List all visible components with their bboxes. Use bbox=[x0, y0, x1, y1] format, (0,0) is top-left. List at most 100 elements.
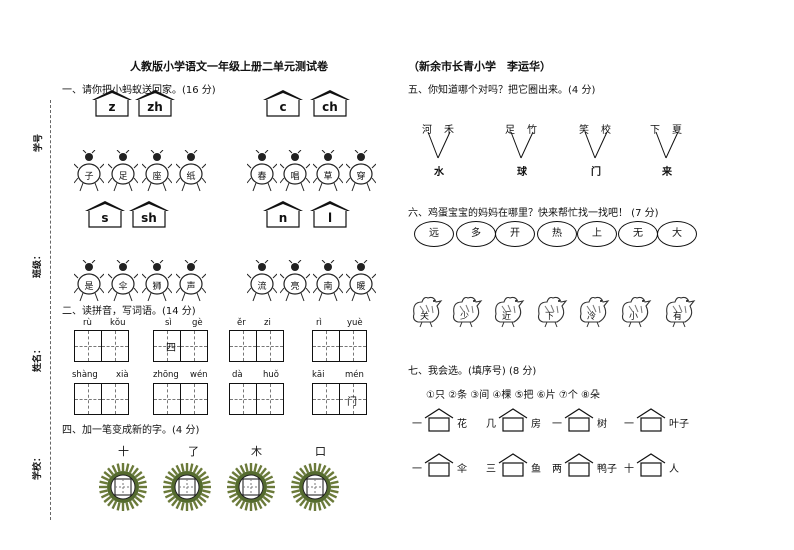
q5-group-3-bottom[interactable]: 来 bbox=[662, 167, 672, 178]
q6-egg-1[interactable]: 多 bbox=[456, 221, 496, 247]
q7-row2-pre-2: 两 bbox=[552, 464, 562, 475]
q2-row1-box-2-cell[interactable] bbox=[257, 331, 283, 361]
q6-egg-4[interactable]: 上 bbox=[577, 221, 617, 247]
q2-row2-box-1-cell[interactable] bbox=[181, 384, 207, 414]
q5-group-0-bottom[interactable]: 水 bbox=[434, 167, 444, 178]
ant-ants_row2_left-0[interactable]: 是 bbox=[73, 259, 105, 302]
q7-row1-pre-2: 一 bbox=[552, 419, 562, 430]
q6-egg-0[interactable]: 远 bbox=[414, 221, 454, 247]
grid-dash-v bbox=[243, 384, 244, 414]
q2-row1-box-1-cell[interactable] bbox=[181, 331, 207, 361]
q2-row2-box-0-cell[interactable] bbox=[75, 384, 102, 414]
ant-ants_row1_right-3[interactable]: 穿 bbox=[345, 149, 377, 192]
q7-row1-post-3: 叶子 bbox=[669, 419, 689, 430]
q7-row2-blank-3[interactable] bbox=[636, 453, 666, 480]
grid-dash-v bbox=[115, 384, 116, 414]
ant-char: 南 bbox=[323, 282, 333, 292]
q5-group-2-bottom[interactable]: 门 bbox=[591, 167, 601, 178]
q2-row1-box-0-cell[interactable] bbox=[75, 331, 102, 361]
q2-row1-pinyin-7: yuè bbox=[347, 318, 363, 328]
q2-row2-box-0[interactable] bbox=[74, 383, 129, 415]
grid-dash-v bbox=[243, 331, 244, 361]
ant-ants_row1_right-0[interactable]: 春 bbox=[246, 149, 278, 192]
ant-ants_row2_right-2[interactable]: 南 bbox=[312, 259, 344, 302]
q2-row1-box-3-cell[interactable] bbox=[340, 331, 366, 361]
q5-group-2-left: 笑 bbox=[579, 125, 589, 136]
ant-ants_row2_left-3[interactable]: 声 bbox=[175, 259, 207, 302]
q2-row1-pinyin-4: ěr bbox=[237, 318, 246, 328]
q7-row1-blank-2[interactable] bbox=[564, 408, 594, 435]
q7-row1-blank-0[interactable] bbox=[424, 408, 454, 435]
ant-ants_row2_left-2[interactable]: 狮 bbox=[141, 259, 173, 302]
q2-row2-box-1-cell[interactable] bbox=[154, 384, 181, 414]
q4-sun-box-1[interactable] bbox=[162, 462, 212, 512]
ant-ants_row2_right-0[interactable]: 流 bbox=[246, 259, 278, 302]
q6-hen-6[interactable]: 有 bbox=[661, 292, 697, 328]
house-bottom-1-label: sh bbox=[141, 211, 157, 225]
ant-char: 暖 bbox=[356, 282, 366, 292]
q2-row1-box-1[interactable] bbox=[153, 330, 208, 362]
q5-group-1-bottom[interactable]: 球 bbox=[517, 167, 527, 178]
q6-egg-2[interactable]: 开 bbox=[495, 221, 535, 247]
q2-row2-box-2[interactable] bbox=[229, 383, 284, 415]
q7-row2-blank-1[interactable] bbox=[498, 453, 528, 480]
q6-hen-2[interactable]: 近 bbox=[490, 292, 526, 328]
q6-hen-3[interactable]: 下 bbox=[533, 292, 569, 328]
ant-ants_row1_right-2[interactable]: 草 bbox=[312, 149, 344, 192]
q2-row1-pinyin-3: gè bbox=[192, 318, 203, 328]
q1-title: 一、请你把小蚂蚁送回家。(16 分) bbox=[62, 85, 216, 96]
q6-hen-5[interactable]: 小 bbox=[617, 292, 653, 328]
q2-row2-box-3-cell[interactable] bbox=[313, 384, 340, 414]
q6-egg-5[interactable]: 无 bbox=[618, 221, 658, 247]
ant-char: 是 bbox=[84, 282, 94, 292]
q4-sun-box-3[interactable] bbox=[290, 462, 340, 512]
ant-ants_row2_right-1[interactable]: 亮 bbox=[279, 259, 311, 302]
ant-ants_row1_left-3[interactable]: 纸 bbox=[175, 149, 207, 192]
q2-row1-box-0-cell[interactable] bbox=[102, 331, 128, 361]
q6-hen-4[interactable]: 冷 bbox=[575, 292, 611, 328]
q7-row2-blank-0[interactable] bbox=[424, 453, 454, 480]
grid-dash-v bbox=[194, 384, 195, 414]
ant-ants_row1_left-1[interactable]: 足 bbox=[107, 149, 139, 192]
ant-char: 穿 bbox=[356, 172, 366, 182]
q4-sun-box-2[interactable] bbox=[226, 462, 276, 512]
q7-row2-blank-2[interactable] bbox=[564, 453, 594, 480]
q2-row2-box-3[interactable] bbox=[312, 383, 367, 415]
q2-row2-box-0-cell[interactable] bbox=[102, 384, 128, 414]
q2-row1-pinyin-1: kǒu bbox=[110, 318, 126, 328]
q2-row2-box-1[interactable] bbox=[153, 383, 208, 415]
q2-row2-box-2-cell[interactable] bbox=[257, 384, 283, 414]
q7-row1-pre-3: 一 bbox=[624, 419, 634, 430]
ant-ants_row2_right-3[interactable]: 暖 bbox=[345, 259, 377, 302]
q5-group-1-left: 足 bbox=[505, 125, 515, 136]
q6-egg-6[interactable]: 大 bbox=[657, 221, 697, 247]
q2-row1-box-3[interactable] bbox=[312, 330, 367, 362]
ant-ants_row1_left-0[interactable]: 子 bbox=[73, 149, 105, 192]
ant-char: 声 bbox=[186, 282, 196, 292]
q6-hen-0[interactable]: 关 bbox=[408, 292, 444, 328]
q6-hen-1[interactable]: 少 bbox=[448, 292, 484, 328]
q7-row1-blank-1[interactable] bbox=[498, 408, 528, 435]
q2-row2-pinyin-3: wén bbox=[190, 370, 208, 380]
school-author: （新余市长青小学 李运华） bbox=[408, 60, 551, 73]
ant-ants_row1_left-2[interactable]: 座 bbox=[141, 149, 173, 192]
q2-row1-box-0[interactable] bbox=[74, 330, 129, 362]
q2-row2-box-2-cell[interactable] bbox=[230, 384, 257, 414]
q6-egg-3[interactable]: 热 bbox=[537, 221, 577, 247]
q2-row1-box-1-cell[interactable] bbox=[154, 331, 181, 361]
q2-row1-box-3-cell[interactable] bbox=[313, 331, 340, 361]
q2-row1-char: 四 bbox=[166, 343, 176, 354]
q2-row1-box-2-cell[interactable] bbox=[230, 331, 257, 361]
q4-char-2: 木 bbox=[251, 445, 262, 458]
q4-sun-box-0[interactable] bbox=[98, 462, 148, 512]
q5-lines bbox=[400, 118, 730, 178]
q2-row2-pinyin-6: kāi bbox=[312, 370, 325, 380]
q2-row2-box-3-cell[interactable] bbox=[340, 384, 366, 414]
ant-ants_row2_left-1[interactable]: 伞 bbox=[107, 259, 139, 302]
q7-row2-post-1: 鱼 bbox=[531, 464, 541, 475]
q6-title: 六、鸡蛋宝宝的妈妈在哪里？快来帮忙找一找吧！ (7 分) bbox=[408, 208, 659, 219]
house-top-3: ch bbox=[309, 88, 351, 118]
q7-row1-blank-3[interactable] bbox=[636, 408, 666, 435]
ant-ants_row1_right-1[interactable]: 唱 bbox=[279, 149, 311, 192]
q2-row1-box-2[interactable] bbox=[229, 330, 284, 362]
